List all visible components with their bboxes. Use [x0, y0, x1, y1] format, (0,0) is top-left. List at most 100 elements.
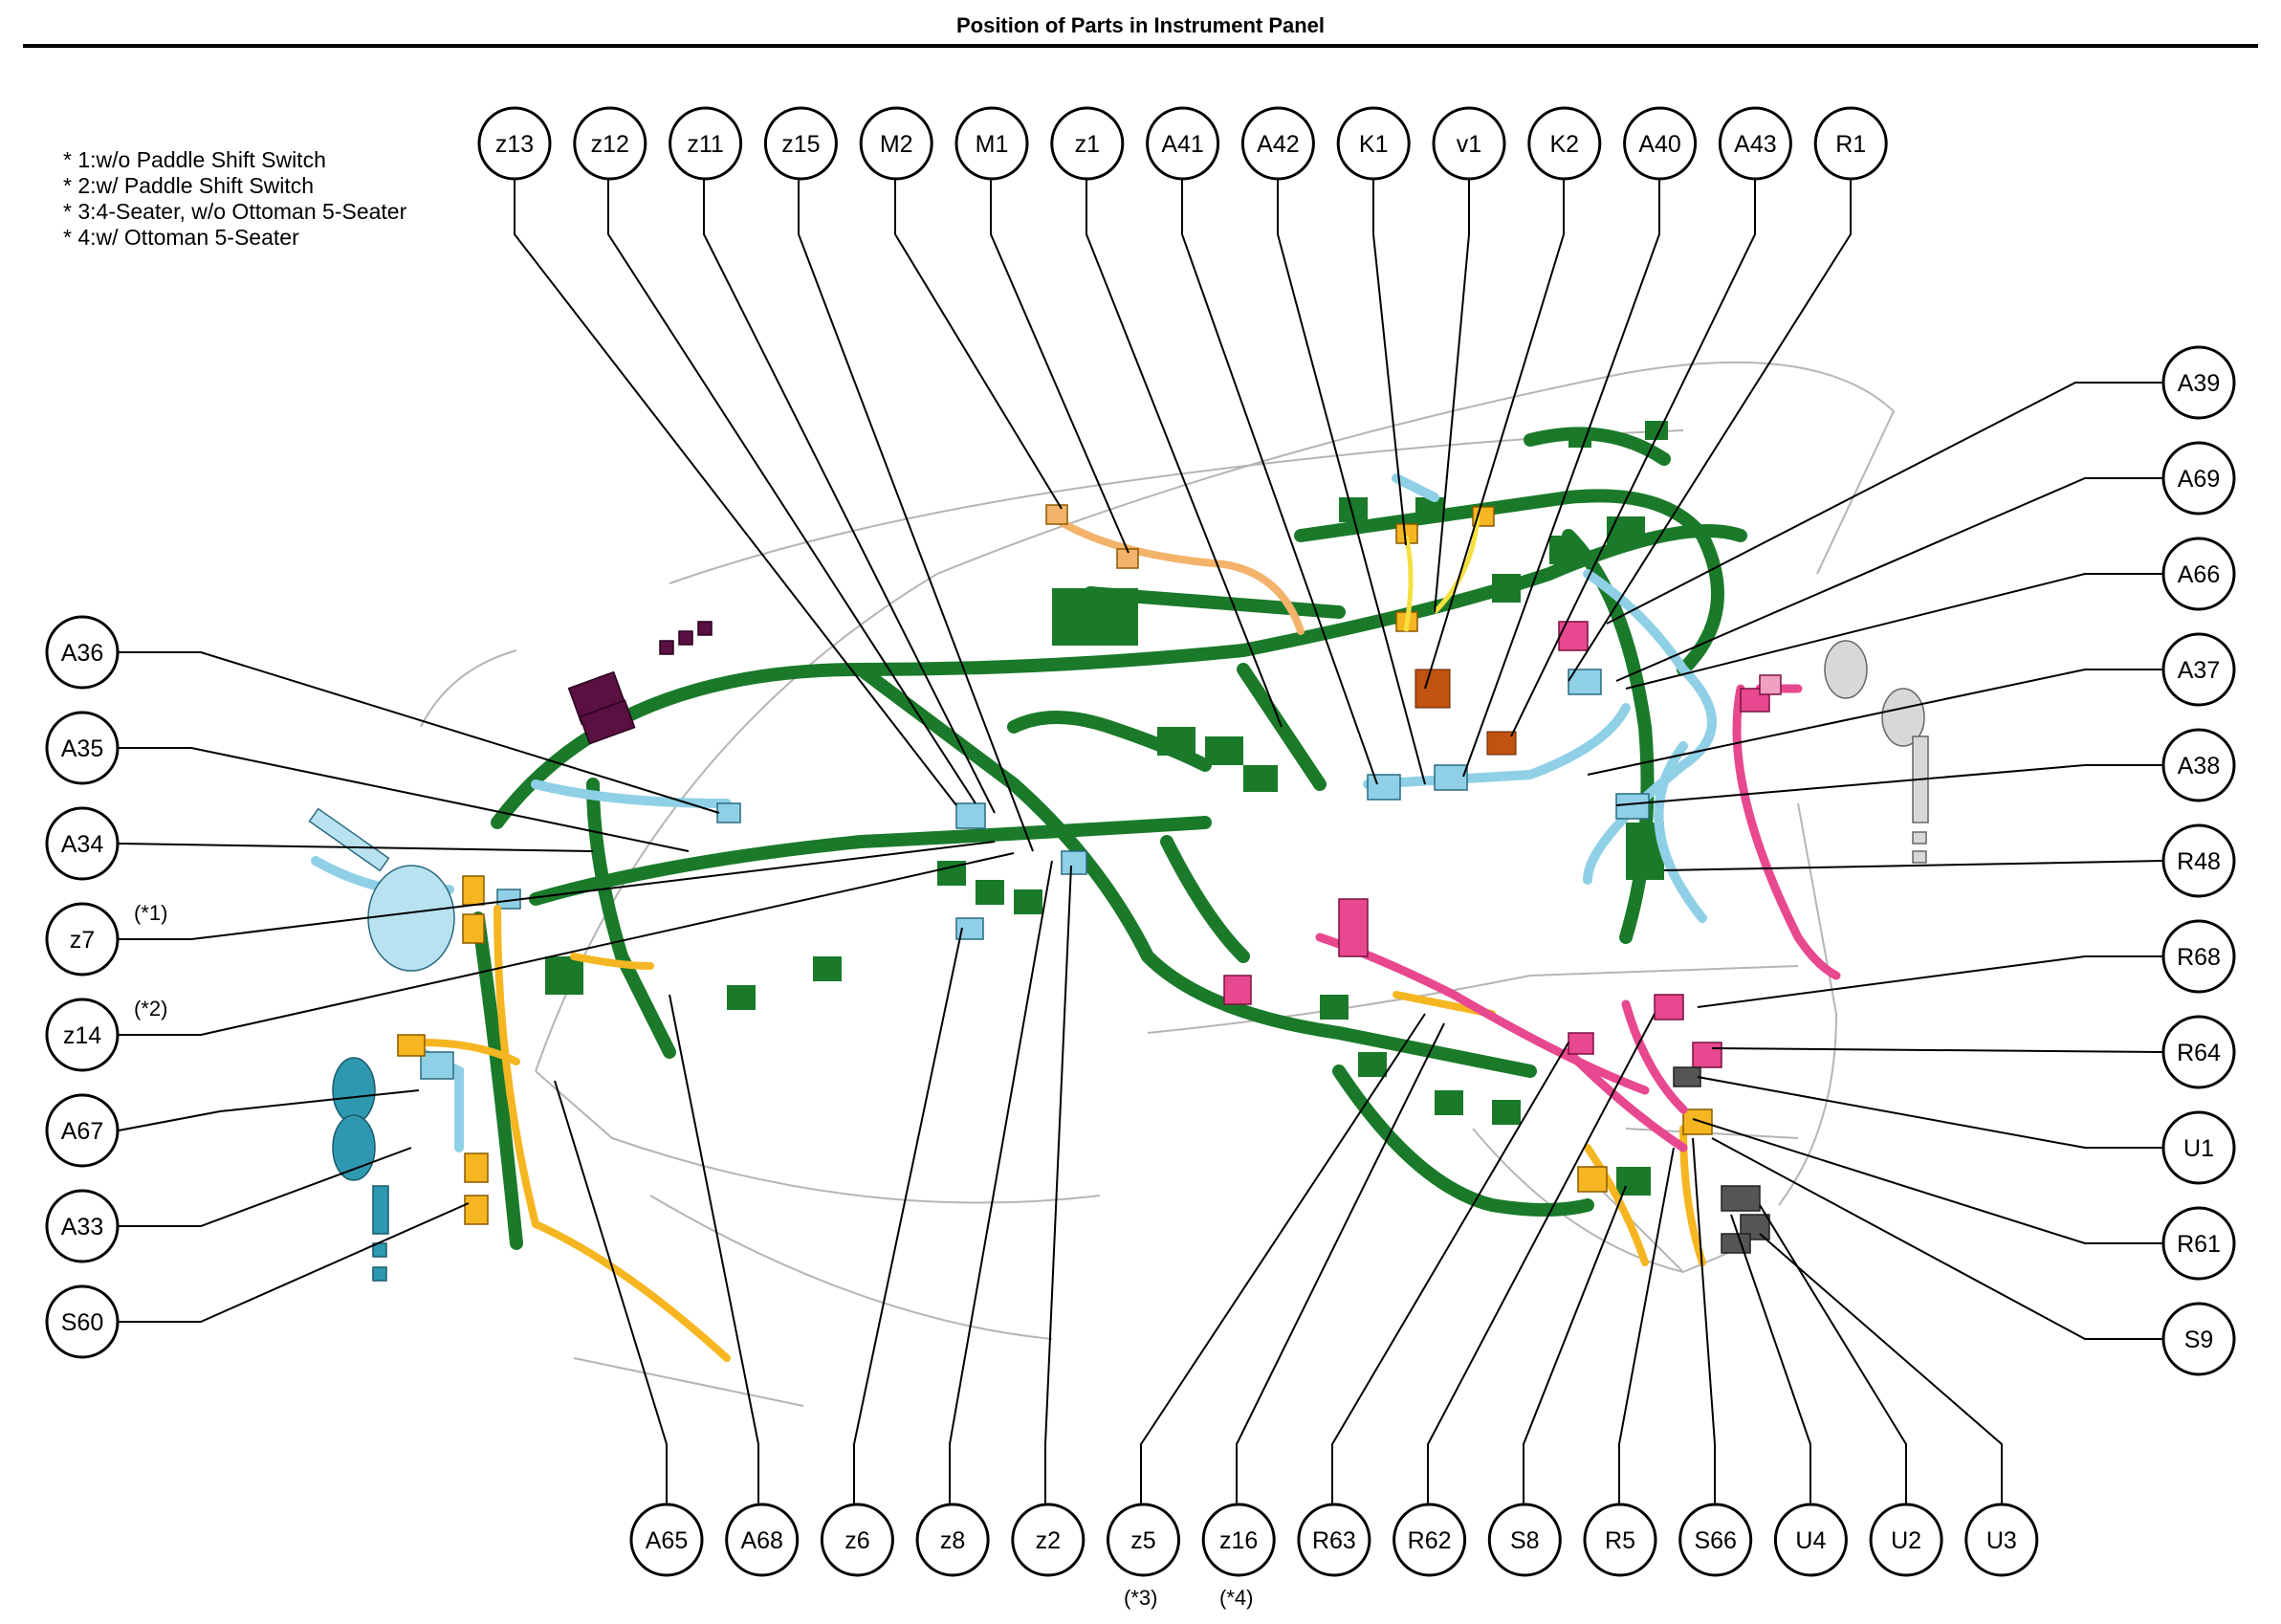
callout-s8: S8	[1487, 1503, 1562, 1577]
callout-circle	[669, 106, 743, 181]
variant-notes: * 1:w/o Paddle Shift Switch * 2:w/ Paddl…	[63, 147, 406, 251]
yellow-connectors	[397, 506, 1713, 1225]
callout-a65: A65	[629, 1503, 704, 1577]
pink-connectors	[1223, 621, 1782, 1068]
callout-z7: z7	[45, 902, 120, 977]
callout-z16: z16	[1201, 1503, 1276, 1577]
callout-circle	[1201, 1503, 1276, 1577]
callout-label: A67	[61, 1118, 103, 1145]
callout-u2: U2	[1869, 1503, 1943, 1577]
callout-label: S9	[2184, 1327, 2214, 1353]
callout-r61: R61	[2161, 1206, 2236, 1281]
callout-label: R61	[2177, 1231, 2221, 1258]
callout-label: v1	[1457, 131, 1481, 158]
callout-circle	[573, 106, 647, 181]
callout-circle	[1623, 106, 1698, 181]
title-rule	[23, 44, 2258, 48]
callout-circle	[820, 1503, 894, 1577]
callout-circle	[45, 998, 120, 1072]
callout-s9: S9	[2161, 1302, 2236, 1376]
callout-a69: A69	[2161, 441, 2236, 516]
callout-r62: R62	[1393, 1503, 1467, 1577]
page-title: Position of Parts in Instrument Panel	[955, 13, 1326, 37]
callout-z6: z6	[820, 1503, 894, 1577]
callout-circle	[1718, 106, 1792, 181]
callout-label: U1	[2183, 1135, 2214, 1162]
callout-circle	[1869, 1503, 1943, 1577]
callout-z14: z14	[45, 998, 120, 1072]
callout-r68: R68	[2161, 919, 2236, 994]
callout-circle	[2161, 1110, 2236, 1185]
callout-circle	[629, 1503, 704, 1577]
callout-label: R64	[2177, 1040, 2221, 1066]
callout-a35: A35	[45, 711, 120, 785]
callout-k1: K1	[1336, 106, 1411, 181]
callout-u4: U4	[1773, 1503, 1848, 1577]
callout-a36: A36	[45, 615, 120, 690]
callout-circle	[45, 1284, 120, 1359]
yellow-harness	[417, 905, 1706, 1362]
callout-label: z16	[1219, 1527, 1258, 1554]
callout-label: z15	[781, 131, 820, 158]
bottom-note-1: (*3)	[1124, 1586, 1157, 1610]
callout-a38: A38	[2161, 728, 2236, 802]
callout-circle	[45, 711, 120, 785]
callout-m2: M2	[859, 106, 933, 181]
callout-a43: A43	[1718, 106, 1792, 181]
yellow-wire-top	[1403, 516, 1480, 632]
callout-r63: R63	[1297, 1503, 1371, 1577]
callout-label: S8	[1510, 1527, 1540, 1554]
callout-label: A66	[2178, 561, 2220, 588]
callout-label: A34	[61, 831, 104, 858]
callout-label: A37	[2178, 657, 2220, 684]
note-2: * 2:w/ Paddle Shift Switch	[63, 173, 315, 198]
callout-label: A41	[1161, 131, 1203, 158]
callout-circle	[45, 902, 120, 977]
callout-label: M2	[880, 131, 913, 158]
callout-circle	[45, 806, 120, 881]
callout-label: z11	[687, 131, 723, 158]
callout-circle	[1527, 106, 1602, 181]
callout-m1: M1	[954, 106, 1029, 181]
callout-label: M1	[976, 131, 1009, 158]
callout-label: z7	[70, 927, 95, 954]
callout-circle	[2161, 1206, 2236, 1281]
callout-label: A40	[1638, 131, 1680, 158]
callout-circle	[1773, 1503, 1848, 1577]
callout-z13: z13	[477, 106, 552, 181]
callout-label: R48	[2177, 848, 2221, 875]
callout-a42: A42	[1240, 106, 1315, 181]
bottom-note-2: (*4)	[1219, 1586, 1253, 1610]
callout-label: z5	[1130, 1527, 1155, 1554]
callout-u1: U1	[2161, 1110, 2236, 1185]
callout-z5: z5	[1107, 1503, 1180, 1577]
callout-z8: z8	[915, 1503, 990, 1577]
callout-circle	[1393, 1503, 1467, 1577]
callout-a33: A33	[45, 1189, 120, 1263]
callout-circle	[1240, 106, 1315, 181]
callout-circle	[763, 106, 838, 181]
callout-circle	[1432, 106, 1506, 181]
gray-connectors	[1673, 1066, 1770, 1254]
callout-label: R62	[1408, 1527, 1452, 1554]
purple-harness	[567, 621, 713, 745]
left-note-1: (*1)	[134, 901, 167, 925]
callout-s60: S60	[45, 1284, 120, 1359]
callout-circle	[1678, 1503, 1753, 1577]
callout-a39: A39	[2161, 345, 2236, 420]
blue-connectors	[420, 669, 1650, 1080]
callout-circle	[1146, 106, 1220, 181]
callout-label: S66	[1694, 1527, 1736, 1554]
callout-circle	[1487, 1503, 1562, 1577]
callout-r64: R64	[2161, 1015, 2236, 1089]
callout-label: K1	[1359, 131, 1389, 158]
callout-label: z13	[495, 131, 534, 158]
callout-label: U4	[1795, 1527, 1826, 1554]
callout-label: z1	[1075, 131, 1100, 158]
callout-circle	[477, 106, 552, 181]
callout-label: z2	[1036, 1527, 1061, 1554]
callout-label: z14	[63, 1022, 101, 1049]
green-harness	[472, 427, 1747, 1250]
